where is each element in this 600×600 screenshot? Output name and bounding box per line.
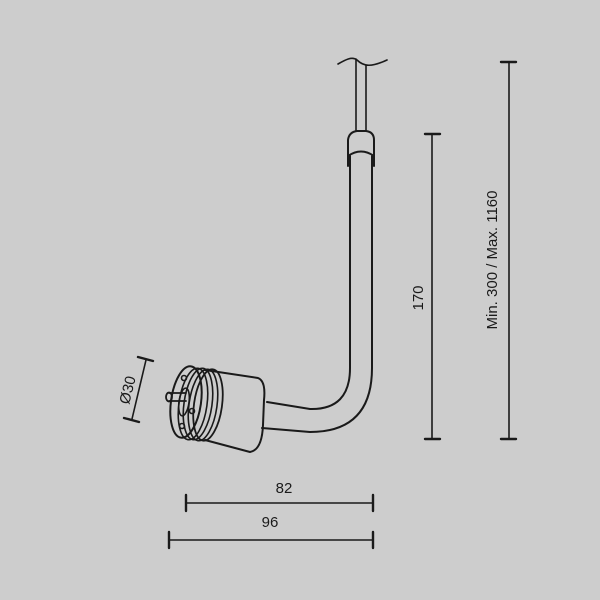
height-170-dimension: 170 bbox=[410, 132, 442, 441]
height-total-label: Min. 300 / Max. 1160 bbox=[484, 191, 501, 330]
lamp-holder bbox=[165, 365, 266, 453]
flexible-arm bbox=[261, 155, 373, 433]
height-total-dimension: Min. 300 / Max. 1160 bbox=[484, 60, 518, 441]
width-82-label: 82 bbox=[276, 480, 293, 497]
cable-sleeve bbox=[347, 130, 375, 167]
width-96-label: 96 bbox=[262, 514, 279, 531]
cable bbox=[337, 57, 388, 131]
diameter-label: Ø30 bbox=[116, 374, 139, 406]
height-170-label: 170 bbox=[410, 285, 427, 310]
width-82-dimension: 82 bbox=[184, 480, 375, 513]
diameter-dimension: Ø30 bbox=[116, 355, 155, 424]
width-96-dimension: 96 bbox=[167, 514, 375, 550]
